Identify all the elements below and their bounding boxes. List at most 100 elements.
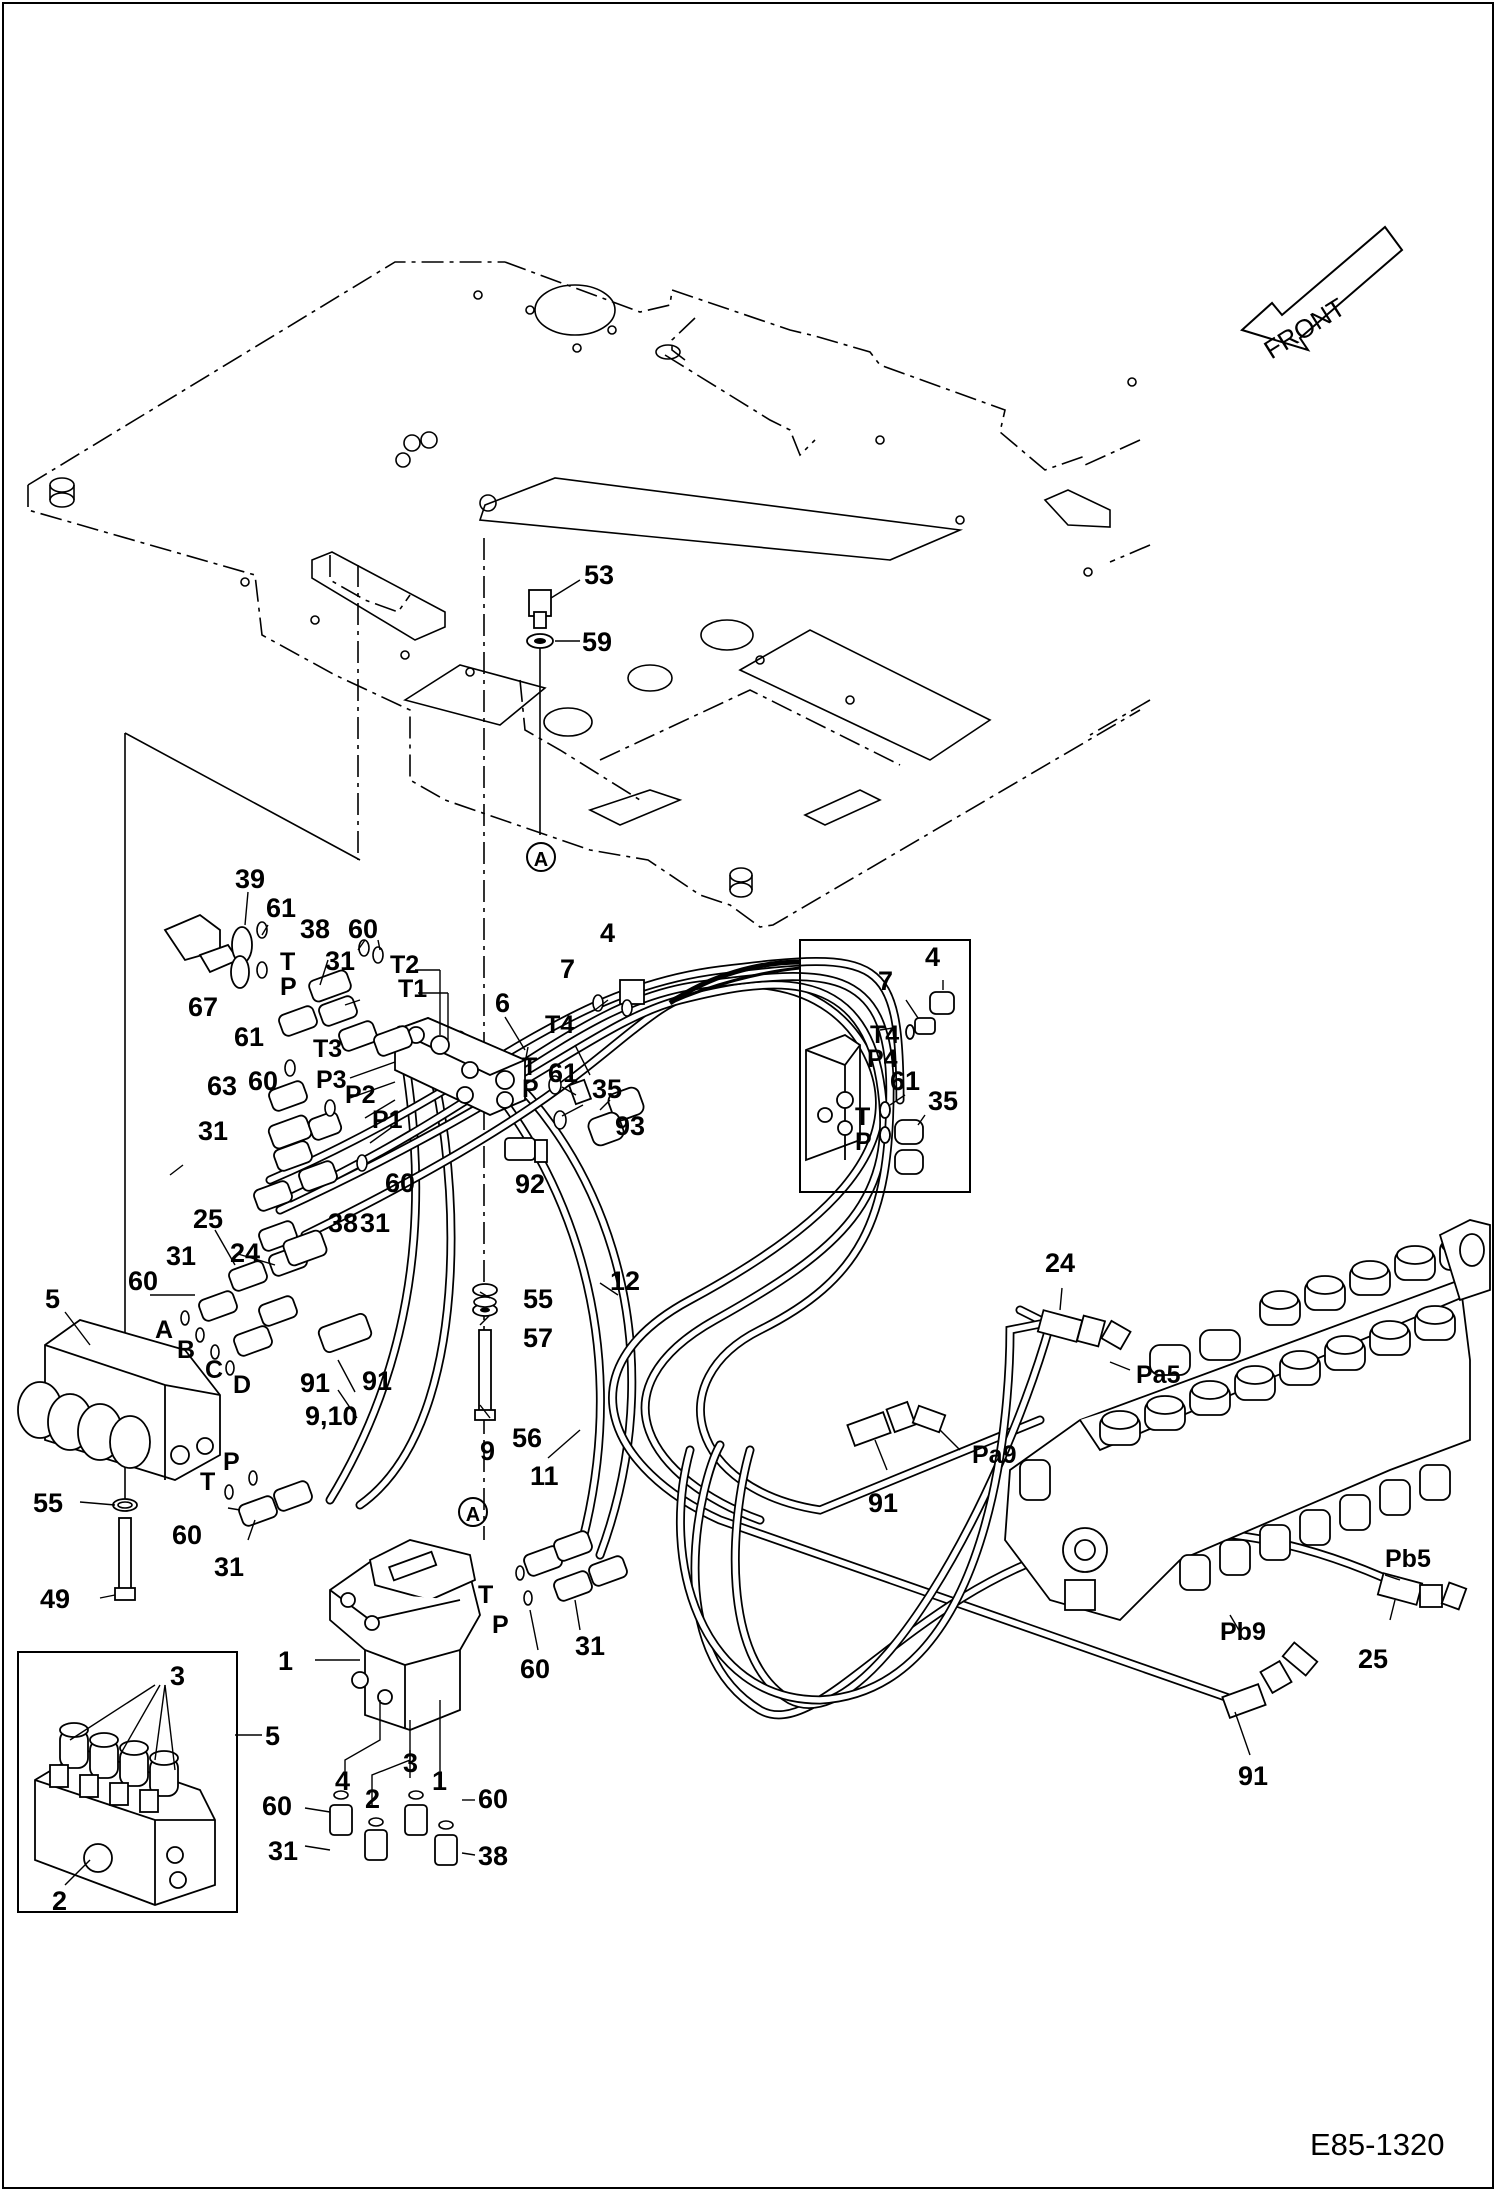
port-pb9: Pb9 <box>1220 1618 1266 1646</box>
port-t-joystick: T <box>478 1581 493 1609</box>
port-t-top: T <box>280 948 295 976</box>
inset-detail-solenoid-valve <box>17 1651 238 1913</box>
callout-31-joy: 31 <box>575 1631 605 1661</box>
port-p2: P2 <box>345 1081 376 1109</box>
port-d: D <box>233 1371 251 1399</box>
callout-38-mid: 38 <box>328 1208 358 1238</box>
port-pa9: Pa9 <box>972 1441 1016 1469</box>
fitting-91-pb9 <box>1221 1641 1319 1719</box>
callout-91-b: 91 <box>362 1366 392 1396</box>
floor-plate-phantom <box>27 261 1151 928</box>
callout-60-bottom: 60 <box>172 1520 202 1550</box>
callout-53: 53 <box>584 560 614 590</box>
callout-4-bottom: 4 <box>335 1766 350 1796</box>
port-t-solenoid: T <box>200 1468 215 1496</box>
callout-39: 39 <box>235 864 265 894</box>
callout-2: 2 <box>52 1886 67 1916</box>
drawing-code: E85-1320 <box>1310 2127 1444 2162</box>
callout-60-top: 60 <box>348 914 378 944</box>
callout-1-bottom: 1 <box>432 1766 447 1796</box>
callout-60-mid: 60 <box>248 1066 278 1096</box>
callout-31-right: 31 <box>360 1208 390 1238</box>
port-p3: P3 <box>316 1066 347 1094</box>
washer-59 <box>526 633 554 649</box>
port-p4-inset: P4 <box>867 1045 898 1073</box>
callout-38-top: 38 <box>300 914 330 944</box>
port-b: B <box>177 1336 195 1364</box>
callout-55-top: 55 <box>523 1284 553 1314</box>
fitting-25-pb5 <box>1376 1572 1468 1611</box>
callout-3: 3 <box>170 1661 185 1691</box>
callout-6: 6 <box>495 988 510 1018</box>
callout-35-inset: 35 <box>928 1086 958 1116</box>
reference-marker-a-top: A <box>526 842 556 872</box>
callout-91-a: 91 <box>300 1368 330 1398</box>
callout-11: 11 <box>530 1461 559 1491</box>
callout-93: 93 <box>615 1111 645 1141</box>
port-t2: T2 <box>390 951 419 979</box>
inset-detail-pilot-block <box>799 939 971 1193</box>
pilot-manifold-6 <box>392 1017 528 1116</box>
callout-60-foot: 60 <box>262 1791 292 1821</box>
callout-92: 92 <box>515 1169 545 1199</box>
callout-31-foot: 31 <box>268 1836 298 1866</box>
callout-1: 1 <box>278 1646 293 1676</box>
port-p-joystick: P <box>492 1611 509 1639</box>
svg-text:A: A <box>466 1504 480 1526</box>
port-t1: T1 <box>398 975 427 1003</box>
port-p-inset: P <box>855 1128 872 1156</box>
hose-bundle <box>265 957 1405 1720</box>
fitting-24-pa5 <box>1036 1309 1132 1351</box>
callout-61-inset: 61 <box>890 1066 920 1096</box>
port-c: C <box>205 1356 223 1384</box>
callout-61-block: 61 <box>548 1058 578 1088</box>
callout-91-valve-bottom: 91 <box>1238 1761 1268 1791</box>
callout-3-bottom: 3 <box>403 1748 418 1778</box>
callout-60-right: 60 <box>385 1168 415 1198</box>
control-valve-1 <box>329 1539 481 1731</box>
port-p-block: P <box>522 1075 539 1103</box>
port-t3: T3 <box>313 1035 342 1063</box>
callout-49: 49 <box>40 1584 70 1614</box>
callout-25: 25 <box>193 1204 223 1234</box>
callout-31-top: 31 <box>325 946 355 976</box>
front-direction-arrow: FRONT <box>1240 225 1404 365</box>
port-t-inset: T <box>855 1103 870 1131</box>
port-a: A <box>155 1316 173 1344</box>
port-t-block: T <box>522 1053 537 1081</box>
port-p1: P1 <box>372 1106 403 1134</box>
callout-60-left: 60 <box>128 1266 158 1296</box>
bolt-49 <box>112 1498 138 1601</box>
callout-5-inset: 5 <box>265 1721 280 1751</box>
callout-60-joy: 60 <box>520 1654 550 1684</box>
svg-text:A: A <box>534 849 548 871</box>
callout-24: 24 <box>230 1238 260 1268</box>
callout-61-top: 61 <box>266 893 296 923</box>
callout-2-bottom: 2 <box>365 1784 380 1814</box>
port-t4-inset: T4 <box>870 1021 899 1049</box>
callout-91-valve: 91 <box>868 1488 898 1518</box>
port-pa5: Pa5 <box>1136 1361 1181 1389</box>
reference-marker-a-bottom: A <box>458 1497 488 1527</box>
callout-25-valve: 25 <box>1358 1644 1388 1674</box>
callout-7: 7 <box>560 954 575 984</box>
callout-38-foot: 38 <box>478 1841 508 1871</box>
port-t4: T4 <box>545 1011 574 1039</box>
callout-24-valve: 24 <box>1045 1248 1075 1278</box>
callout-55-bottom: 55 <box>33 1488 63 1518</box>
port-labels: T P T2 T1 T3 P3 P2 P1 T4 T P T4 P4 T P A… <box>155 948 1431 1646</box>
callout-31-left: 31 <box>166 1241 196 1271</box>
callout-31-mid: 31 <box>198 1116 228 1146</box>
main-control-valve-bank <box>1004 1219 1491 1622</box>
callout-12: 12 <box>610 1266 640 1296</box>
bolt-56 <box>472 1283 498 1421</box>
port-p-solenoid: P <box>223 1448 240 1476</box>
callout-59: 59 <box>582 627 612 657</box>
o-rings <box>117 921 633 1830</box>
callout-4-inset: 4 <box>925 942 940 972</box>
fitting-91-pa9 <box>846 1400 947 1447</box>
callout-9-10: 9,10 <box>305 1401 358 1431</box>
callout-9: 9 <box>480 1436 495 1466</box>
